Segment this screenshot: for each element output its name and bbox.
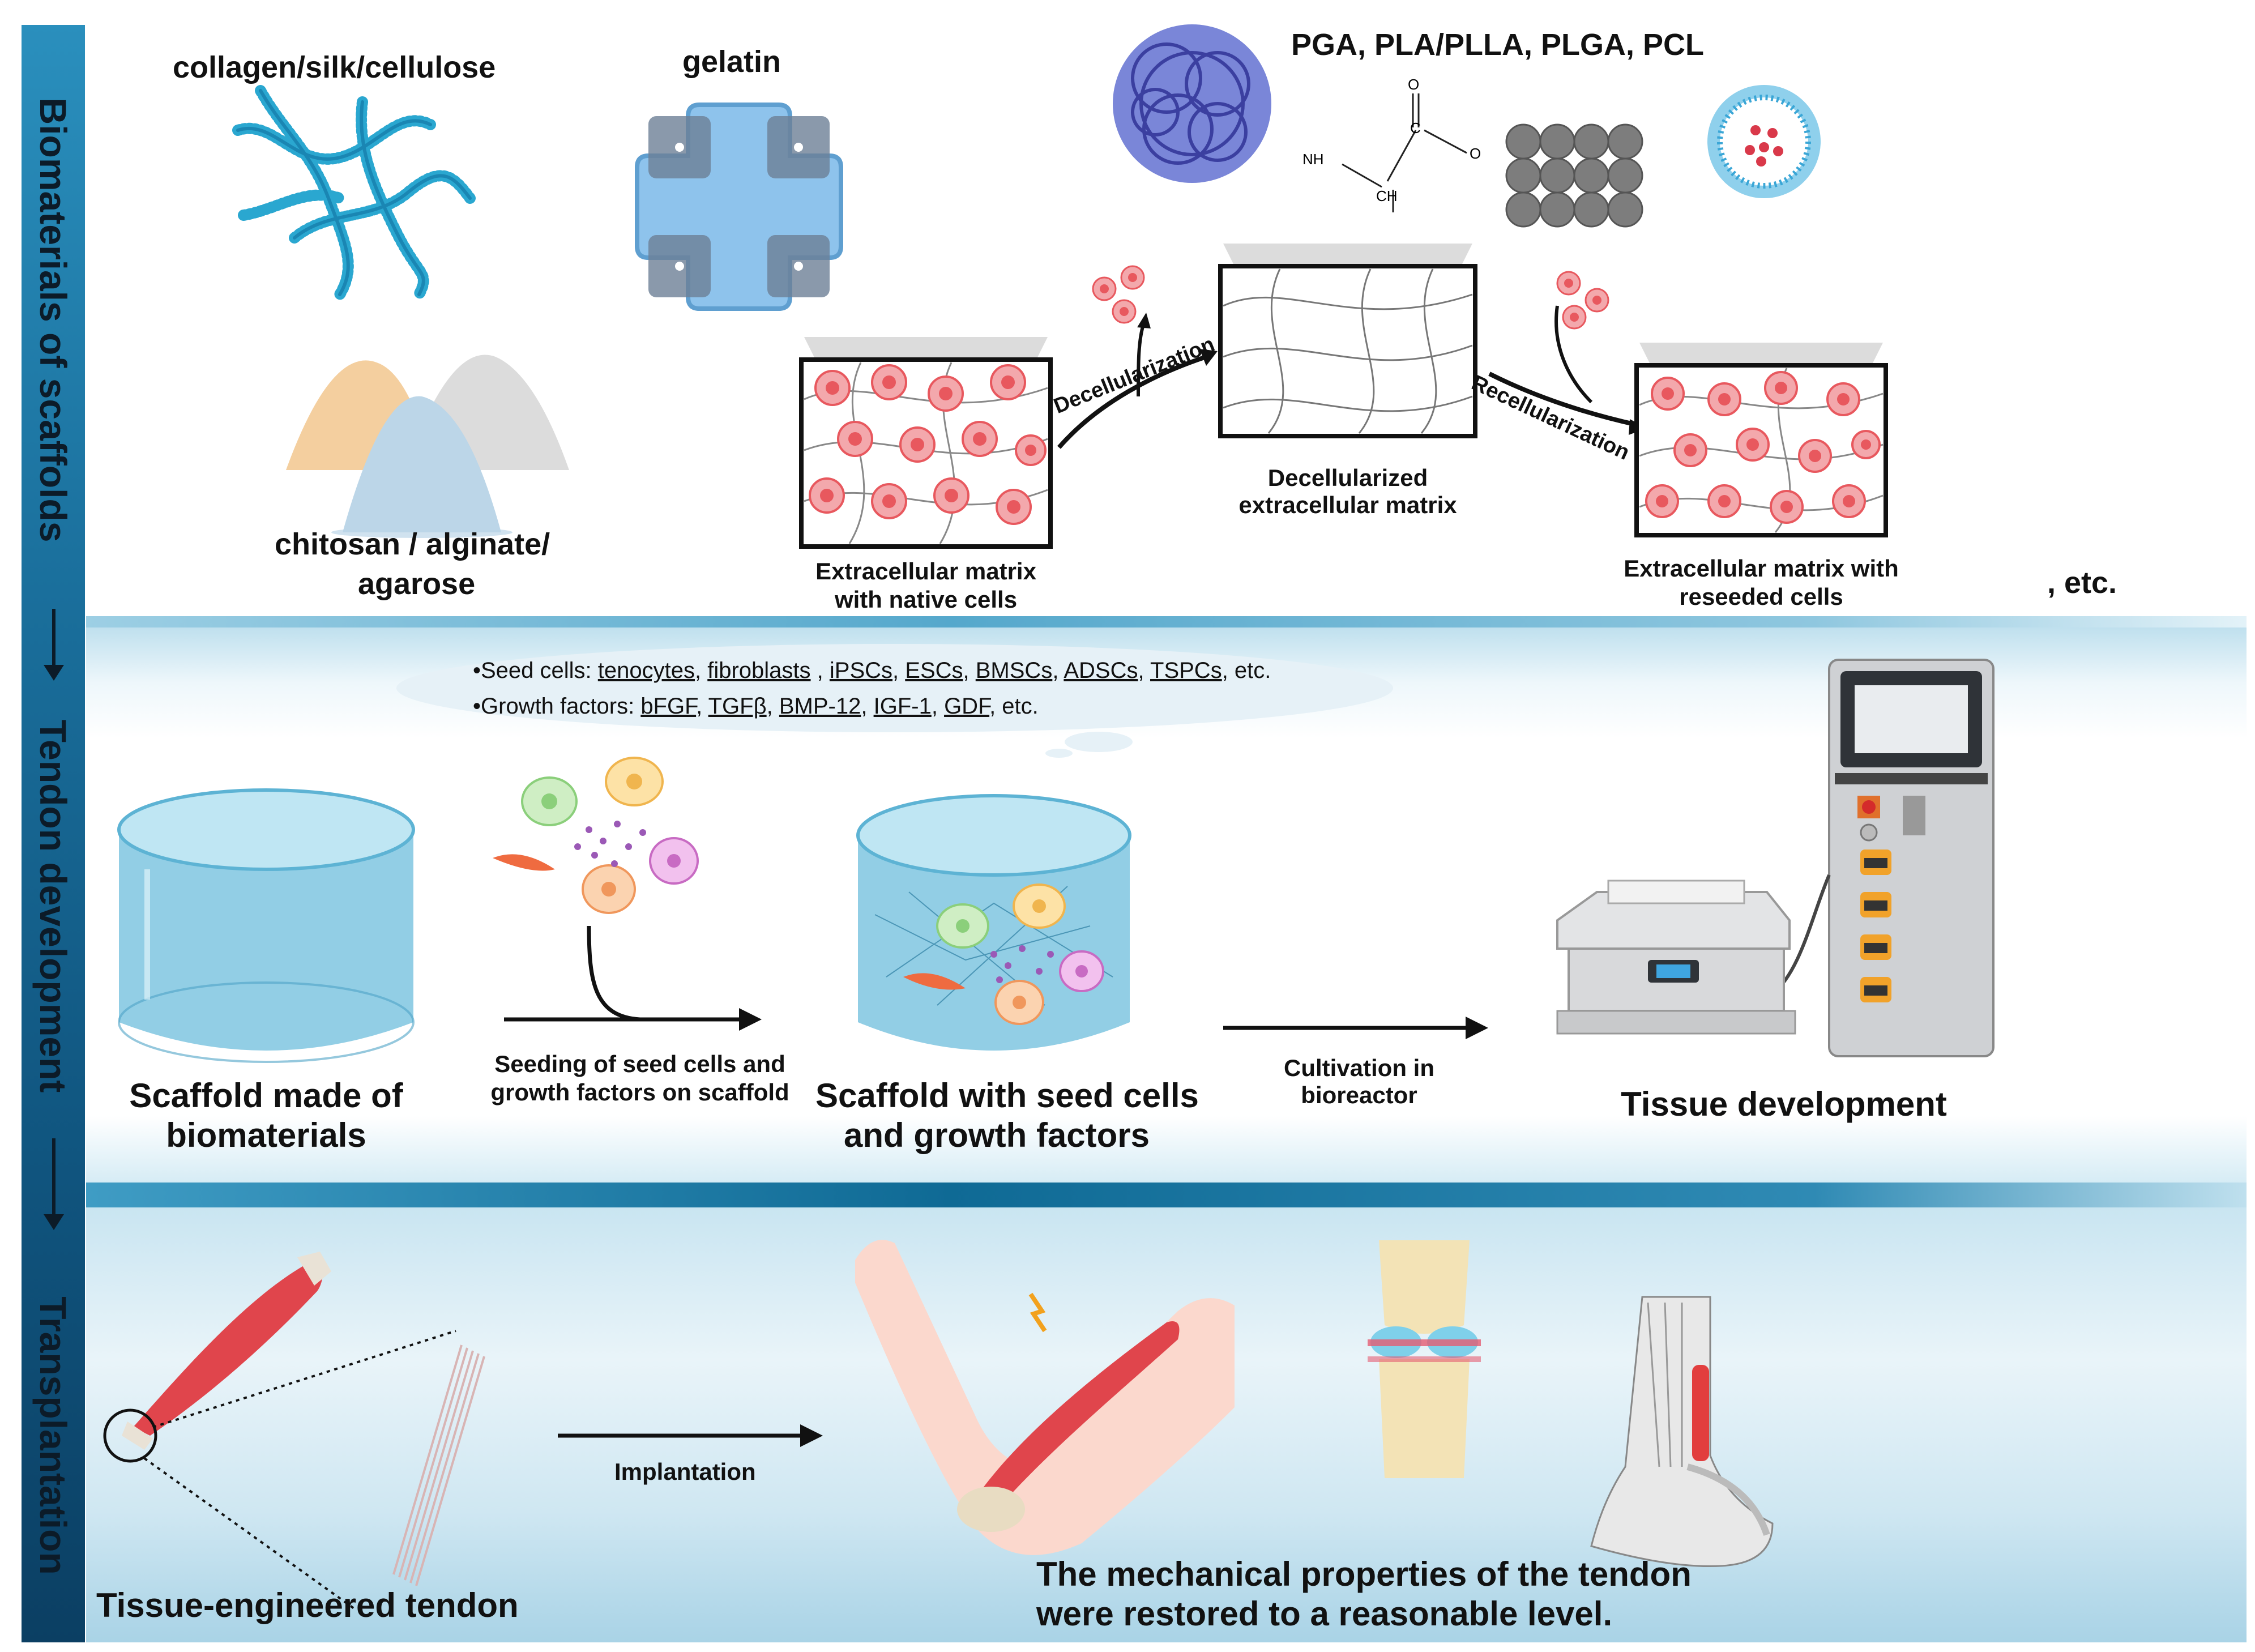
ecm-reseeded-cells-icon xyxy=(1634,343,1888,537)
sidebar-arrow-down-icon xyxy=(44,1138,64,1230)
label-scaffold-line1: Scaffold made of xyxy=(129,1077,403,1115)
porous-block-icon xyxy=(1505,123,1643,228)
label-seeded-line2: and growth factors xyxy=(843,1116,1150,1154)
seed-cells-prefix: •Seed cells: xyxy=(473,658,598,683)
label-result-line2: were restored to a reasonable level. xyxy=(1036,1595,1613,1633)
label-ecm-native-line2: with native cells xyxy=(834,586,1018,613)
growth-factor-item: IGF-1 xyxy=(873,694,932,719)
recellularization-arrow-icon xyxy=(1488,271,1647,435)
thought-cloud-icon xyxy=(396,644,1393,758)
section-label-transplantation: Transplantation xyxy=(32,1296,74,1575)
arm-tendon-icon xyxy=(855,1240,1235,1555)
label-cultivation-line1: Cultivation in xyxy=(1284,1055,1434,1081)
sidebar xyxy=(22,25,85,1642)
engineered-tendon-icon xyxy=(103,1252,485,1610)
label-cultivation-line2: bioreactor xyxy=(1301,1082,1417,1108)
growth-factors-line: •Growth factors: bFGF, TGFβ, BMP-12, IGF… xyxy=(473,694,1039,719)
implantation-arrow-icon xyxy=(558,1424,823,1447)
seed-cells-suffix: , etc. xyxy=(1222,658,1271,683)
seeding-arrow-icon xyxy=(504,925,762,1031)
label-gelatin: gelatin xyxy=(682,45,781,79)
label-decellularized-line2: extracellular matrix xyxy=(1238,492,1457,518)
seed-cell-item: tenocytes xyxy=(597,658,695,683)
seed-cell-item: iPSCs xyxy=(829,658,893,683)
label-seeding-line1: Seeding of seed cells and xyxy=(494,1051,785,1077)
ecm-native-cells-icon xyxy=(799,337,1053,549)
growth-factor-item: GDF xyxy=(944,694,990,719)
growth-factor-item: BMP-12 xyxy=(779,694,861,719)
polysaccharide-powder-icon xyxy=(286,355,569,538)
label-tissue-development: Tissue development xyxy=(1621,1085,1947,1123)
chem-c: C xyxy=(1410,119,1421,136)
seed-cell-item: TSPCs xyxy=(1150,658,1222,683)
collagen-fibers-icon xyxy=(232,85,476,300)
gelatin-icon xyxy=(635,103,843,311)
seed-cell-item: ADSCs xyxy=(1064,658,1138,683)
monomer-structure-icon: NH CH C O O xyxy=(1302,76,1481,212)
growth-factor-item: TGFβ xyxy=(708,694,767,719)
seeded-scaffold-icon xyxy=(856,794,1131,1051)
growth-factor-item: bFGF xyxy=(640,694,697,719)
decellularization-arrow-icon xyxy=(1057,265,1218,449)
label-collagen-silk-cellulose: collagen/silk/cellulose xyxy=(173,50,496,84)
label-agarose: agarose xyxy=(358,567,476,601)
growth-factors-prefix: •Growth factors: xyxy=(473,694,641,719)
sidebar-arrow-down-icon xyxy=(44,609,64,681)
label-result-line1: The mechanical properties of the tendon xyxy=(1036,1555,1692,1593)
seed-cell-item: fibroblasts xyxy=(707,658,811,683)
heel-achilles-icon xyxy=(1590,1296,1774,1568)
seed-cells-icon xyxy=(493,757,699,914)
seed-cell-item: ESCs xyxy=(905,658,963,683)
label-scaffold-line2: biomaterials xyxy=(166,1116,366,1154)
chem-o-top: O xyxy=(1408,76,1419,93)
label-ecm-reseeded-line1: Extracellular matrix with xyxy=(1624,555,1899,582)
label-ecm-reseeded-line2: reseeded cells xyxy=(1679,583,1843,610)
panel-divider xyxy=(86,1183,2247,1207)
bioreactor-icon xyxy=(1556,659,1995,1057)
label-engineered-tendon: Tissue-engineered tendon xyxy=(96,1586,519,1624)
section-label-development: Tendon development xyxy=(32,719,74,1093)
label-decellularized-line1: Decellularized xyxy=(1267,464,1428,491)
label-seeding-line2: growth factors on scaffold xyxy=(490,1079,789,1105)
label-ecm-native-line1: Extracellular matrix xyxy=(815,558,1036,584)
chem-o-right: O xyxy=(1470,145,1481,162)
label-seeded-line1: Scaffold with seed cells xyxy=(815,1077,1199,1115)
section-label-biomaterials: Biomaterials of scaffolds xyxy=(32,97,74,543)
decellularized-ecm-icon xyxy=(1218,244,1477,438)
cultivation-arrow-icon xyxy=(1223,1017,1488,1039)
polymer-tangle-icon xyxy=(1113,24,1271,183)
scaffold-cylinder-icon xyxy=(117,788,415,1063)
seed-cells-line: •Seed cells: tenocytes, fibroblasts , iP… xyxy=(473,658,1271,683)
nanoparticle-icon xyxy=(1707,85,1821,198)
seed-cell-item: BMSCs xyxy=(975,658,1053,683)
knee-joint-icon xyxy=(1368,1240,1481,1478)
chem-ch: CH xyxy=(1376,187,1398,204)
label-chitosan-alginate: chitosan / alginate/ xyxy=(275,527,550,561)
label-synthetic-polymers: PGA, PLA/PLLA, PLGA, PCL xyxy=(1291,28,1705,62)
label-etc: , etc. xyxy=(2047,566,2117,600)
label-implantation: Implantation xyxy=(614,1458,756,1485)
chem-nh: NH xyxy=(1302,151,1324,168)
growth-factors-suffix: , etc. xyxy=(989,694,1039,719)
